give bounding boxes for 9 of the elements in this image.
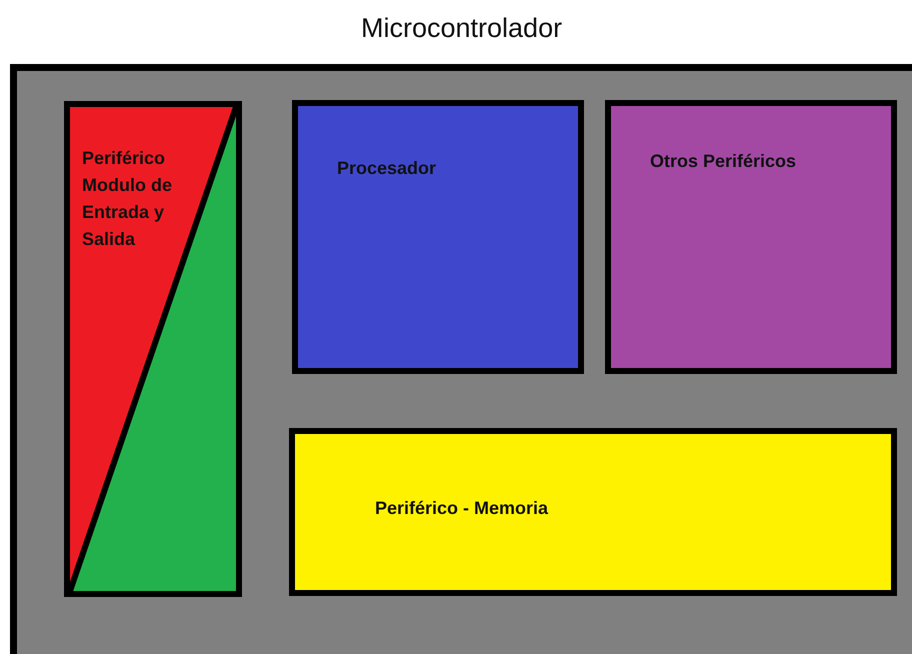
box-label: Periférico Modulo de Entrada y Salida	[82, 147, 173, 251]
io-module-box	[64, 101, 242, 597]
memory-box	[289, 428, 897, 596]
box-label: Procesador	[337, 157, 438, 180]
diagram-heading: Microcontrolador	[361, 13, 562, 44]
box-label: Periférico - Memoria	[375, 497, 550, 520]
peripherals-box	[605, 100, 897, 374]
box-label: Otros Periféricos	[650, 150, 798, 173]
processor-box	[292, 100, 584, 374]
